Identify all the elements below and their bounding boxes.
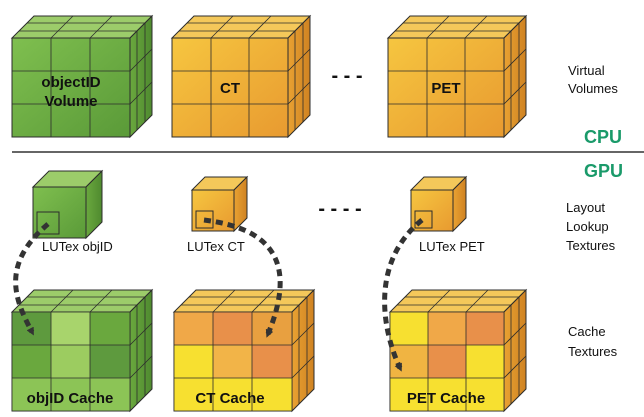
lutex-ct-label: LUTex CT [187,239,245,254]
ct-volume-label: CT [220,80,240,97]
ct-cache-label: CT Cache [195,390,264,407]
objectid-volume-label-line2: Volume [44,93,97,110]
objid-lookup-arrow [13,222,50,336]
cpu-ellipsis: - - - [331,65,362,87]
objectid-volume-label-line1: objectID [41,74,100,91]
cache-textures-label-line1: Cache [568,324,606,339]
gpu-label: GPU [584,161,623,181]
objectid-volume-cube [10,14,154,139]
lutex-objid-cube [31,169,104,240]
pet-cache-label: PET Cache [407,390,485,407]
lutex-objid-label: LUTex objID [42,239,113,254]
gpu-ellipsis: - - - - [318,198,361,220]
cache-textures-label-line2: Textures [568,344,618,359]
pet-cache-cube [388,288,528,413]
virtual-volumes-label-line1: Virtual [568,63,605,78]
objid-cache-label: objID Cache [27,390,114,407]
ct-lookup-arrow [203,217,283,338]
pet-volume-cube [386,14,528,139]
layout-lookup-label-line1: Layout [566,200,605,215]
pet-volume-label: PET [431,80,460,97]
lutex-ct-cube [190,175,249,233]
virtual-volumes-label-line2: Volumes [568,81,618,96]
cpu-label: CPU [584,127,622,147]
objid-cache-cube [10,288,154,413]
lutex-pet-label: LUTex PET [419,239,485,254]
layout-lookup-label-line2: Lookup [566,219,609,234]
ct-volume-cube [170,14,312,139]
layout-lookup-label-line3: Textures [566,238,616,253]
pet-lookup-arrow [382,218,424,372]
